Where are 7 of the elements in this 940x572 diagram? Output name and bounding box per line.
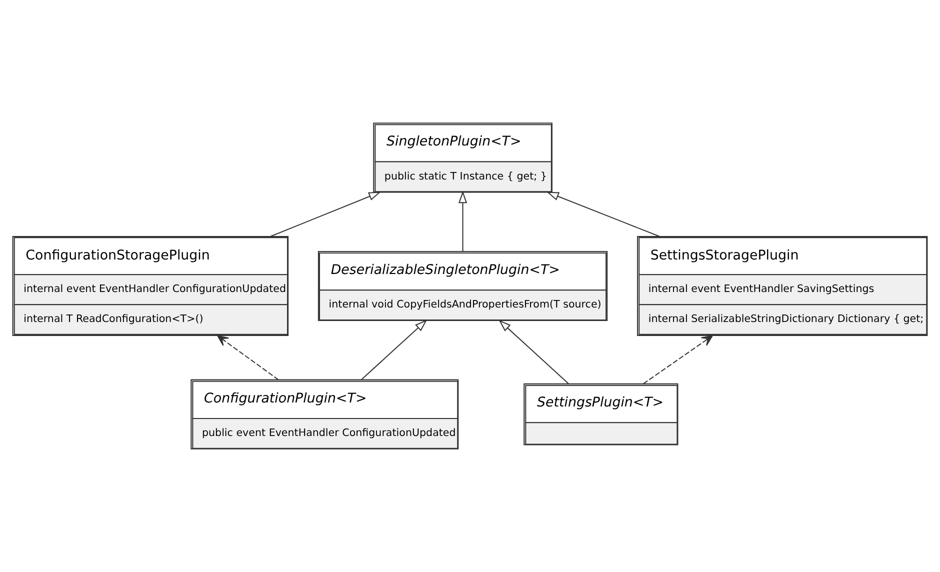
arrow — [546, 192, 660, 237]
arrow — [643, 335, 713, 384]
arrow — [498, 320, 569, 384]
arrow — [270, 192, 381, 237]
arrow — [217, 335, 279, 380]
arrow — [360, 320, 428, 380]
arrow — [458, 190, 468, 252]
